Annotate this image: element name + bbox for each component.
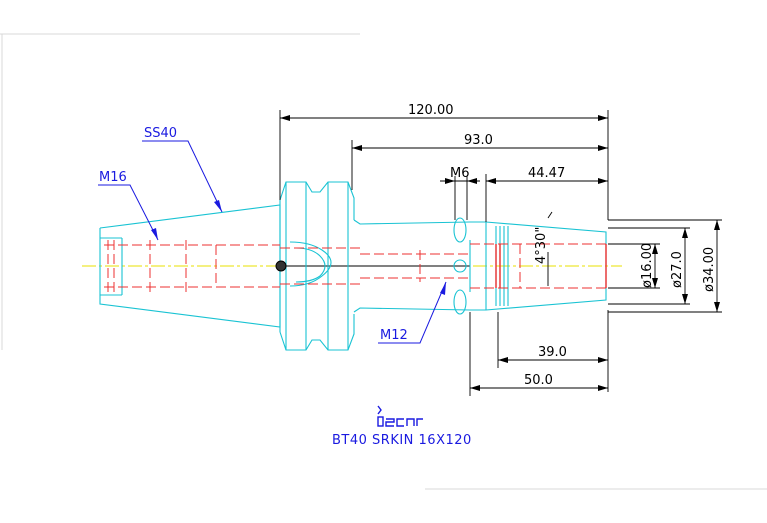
title-block: iscar BT40 SRKIN 16X120 bbox=[332, 405, 472, 448]
callout-m12: M12 bbox=[380, 328, 408, 343]
hidden-lines bbox=[104, 240, 606, 292]
dim-flange-to-end: 93.0 bbox=[464, 133, 493, 148]
callout-arrows bbox=[151, 200, 446, 295]
part-name: BT40 SRKIN 16X120 bbox=[332, 433, 472, 448]
dimension-arrows bbox=[280, 115, 720, 391]
dim-clamp-length: 44.47 bbox=[528, 166, 565, 181]
callout-ss40: SS40 bbox=[144, 126, 177, 141]
dim-taper-angle: 4°30" bbox=[534, 227, 549, 264]
callout-m16: M16 bbox=[99, 170, 127, 185]
dim-total-length: 120.00 bbox=[408, 103, 454, 118]
iscar-logo bbox=[377, 405, 423, 427]
dim-dia-27: ø27.0 bbox=[670, 251, 685, 288]
dim-thread-m6: M6 bbox=[450, 166, 470, 181]
dim-len-50: 50.0 bbox=[524, 373, 553, 388]
dim-dia-16: ø16.00 bbox=[640, 243, 655, 288]
dim-len-39: 39.0 bbox=[538, 345, 567, 360]
hidden-solid bbox=[495, 244, 607, 288]
center-marker bbox=[275, 260, 287, 272]
dimension-lines bbox=[279, 110, 722, 396]
dimension-labels: 120.00 93.0 M6 44.47 39.0 50.0 4°30" ø16… bbox=[408, 103, 717, 388]
dim-dia-34: ø34.00 bbox=[702, 247, 717, 292]
page-frame bbox=[0, 33, 767, 490]
callout-leaders bbox=[98, 140, 447, 344]
callout-labels: SS40 M16 M12 bbox=[99, 126, 408, 343]
